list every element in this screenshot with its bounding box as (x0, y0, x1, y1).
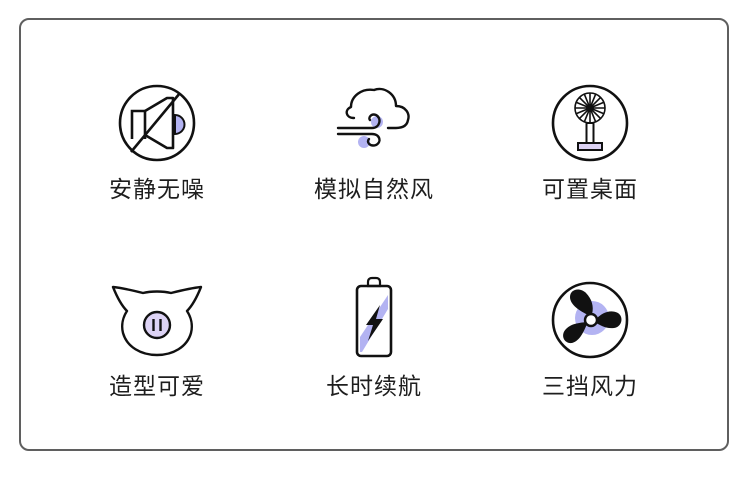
desk-fan-icon (551, 84, 629, 162)
mute-speaker-icon (118, 84, 196, 162)
feature-label: 可置桌面 (542, 177, 638, 203)
feature-label: 安静无噪 (109, 177, 205, 203)
feature-desk-placement: 可置桌面 (500, 78, 680, 238)
battery-charging-icon (355, 276, 393, 358)
feature-label: 造型可爱 (109, 374, 205, 400)
feature-label: 长时续航 (326, 374, 422, 400)
feature-three-speed: 三挡风力 (500, 275, 680, 435)
feature-cute-design: 造型可爱 (67, 275, 247, 435)
pig-face-icon (111, 285, 203, 357)
feature-quiet: 安静无噪 (67, 78, 247, 238)
wind-cloud-icon (336, 87, 410, 148)
feature-long-battery: 长时续航 (284, 275, 464, 435)
feature-natural-wind: 模拟自然风 (284, 78, 464, 238)
fan-blade-icon (551, 281, 629, 359)
feature-label: 三挡风力 (542, 374, 638, 400)
feature-label: 模拟自然风 (314, 177, 434, 203)
